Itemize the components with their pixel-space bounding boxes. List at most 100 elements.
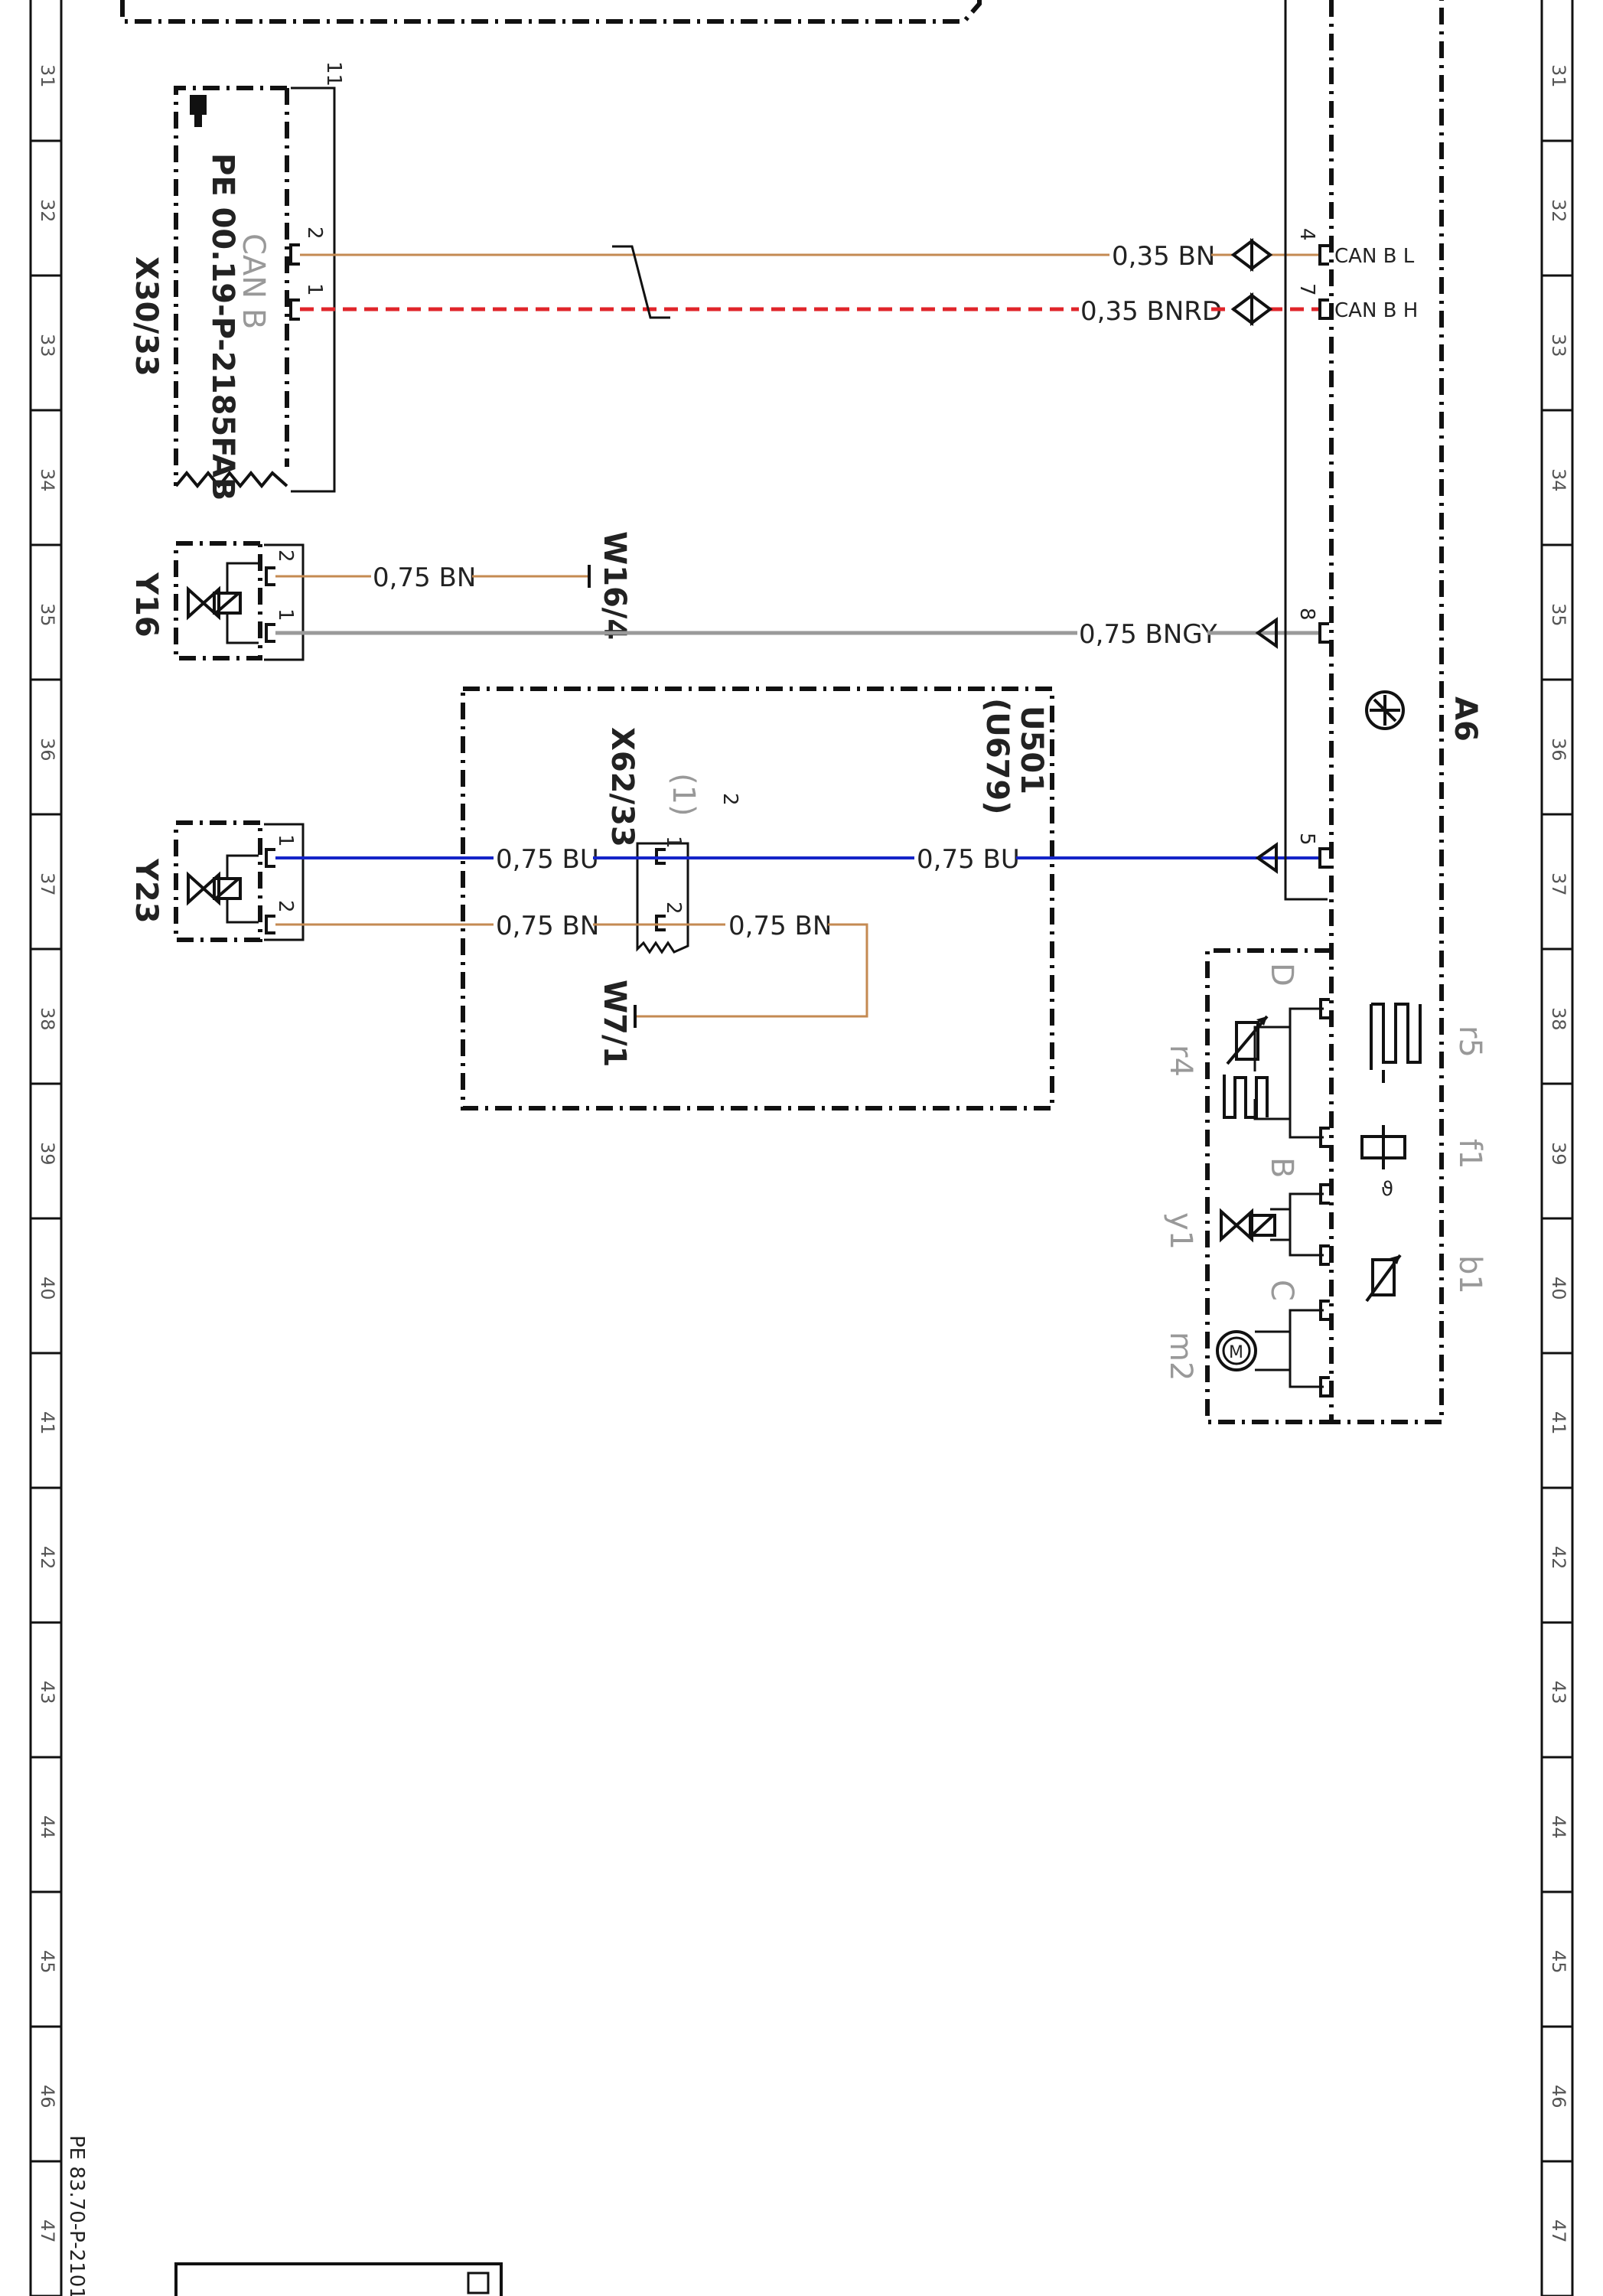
ruler-number: 37	[1548, 872, 1569, 896]
ruler-number: 47	[37, 2219, 58, 2243]
a6-pin-8-label: 8	[1295, 608, 1318, 621]
ruler-number: 34	[37, 468, 58, 492]
x62-33-pin-2-label: 2	[662, 902, 685, 915]
y16-pin-2	[265, 566, 275, 586]
y23-name: Y23	[129, 858, 164, 924]
a6-pin-4	[1318, 244, 1329, 266]
ruler-number: 37	[37, 872, 58, 896]
group-label-d: D	[1264, 963, 1299, 987]
wire-can-b-low-label: 0,35 BN	[1112, 241, 1215, 272]
variable-resistor-r4-icon	[1223, 1015, 1269, 1119]
wire-can-b-high: 0,35 BNRD	[300, 296, 1320, 327]
sub-unit-box	[1205, 948, 1331, 1424]
can-l-connector-icon	[1230, 238, 1273, 272]
solenoid-valve-y1-icon	[1220, 1208, 1276, 1243]
ruler-number: 46	[37, 2085, 58, 2108]
svg-text:ϑ: ϑ	[1381, 1178, 1393, 1201]
upper-module-box	[120, 0, 982, 24]
y16-pin-1	[265, 623, 275, 643]
x30-33-pin-2	[289, 243, 300, 266]
glow-element-r5-icon	[1370, 1003, 1422, 1083]
y23-pin-2-label: 2	[274, 900, 297, 913]
control-unit-a6: A6 4 7 8 5 CAN B L CAN B H r5 ϑ f1	[1284, 0, 1487, 1424]
sub-unit-group-b	[1270, 1192, 1324, 1257]
x62-33-note: (1)	[666, 773, 701, 817]
x30-33-bracket	[291, 86, 336, 493]
solenoid-valve-icon	[187, 854, 259, 924]
unit-u501: U501 (U679)	[461, 687, 1054, 1110]
a6-pin-bracket	[1284, 0, 1328, 901]
solenoid-valve-icon	[187, 562, 259, 644]
r4-label: r4	[1163, 1045, 1198, 1077]
wire-y16-signal: 0,75 BNGY	[275, 619, 1320, 650]
x30-33-pin-1-label: 1	[303, 283, 326, 296]
sub-unit: r4 y1 M m2 D B C	[1163, 948, 1331, 1424]
ruler-number: 43	[37, 1681, 58, 1704]
group-label-b: B	[1264, 1157, 1299, 1178]
x30-33-bracket-label: 11	[322, 61, 345, 86]
ruler-number: 44	[1548, 1815, 1569, 1839]
y23-pin-1-label: 1	[274, 834, 297, 847]
sub-unit-group-c	[1255, 1309, 1324, 1388]
group-label-c: C	[1264, 1280, 1299, 1301]
ruler-number: 47	[1548, 2219, 1569, 2243]
a6-pin-4-label: 4	[1295, 228, 1318, 241]
connector-x62-33: 1 2 X62/33 (1) 2	[604, 727, 741, 954]
ruler-number: 36	[37, 738, 58, 762]
ruler-number: 43	[1548, 1681, 1569, 1704]
ruler-number: 34	[1548, 468, 1569, 492]
y16-pin-2-label: 2	[274, 550, 297, 563]
svg-text:M: M	[1229, 1343, 1243, 1362]
heater-fan-icon	[1365, 690, 1405, 730]
lower-module-box	[174, 2262, 503, 2296]
u501-box	[461, 687, 1054, 1110]
ground-w7-1-label: W7/1	[597, 980, 632, 1067]
ruler-number: 32	[1548, 199, 1569, 223]
wire-y16-ground-label: 0,75 BN	[373, 563, 476, 593]
a6-pin-7	[1318, 298, 1329, 320]
ruler-number: 31	[1548, 64, 1569, 88]
a6-box	[1329, 0, 1444, 1424]
a6-pin-7-label: 7	[1295, 283, 1318, 296]
ruler-number: 45	[1548, 1950, 1569, 1974]
twisted-pair-marker	[612, 245, 670, 319]
x30-33-pin-1	[289, 298, 300, 321]
y23-pin-1	[265, 848, 275, 868]
a6-pin-5-label: 5	[1295, 833, 1318, 846]
sub-unit-group-d	[1253, 1007, 1324, 1139]
fuse-f1-icon: ϑ	[1360, 1125, 1406, 1201]
ruler-number: 42	[37, 1546, 58, 1570]
a6-pin-7-signal: CAN B H	[1334, 299, 1418, 322]
x30-33-box	[174, 86, 289, 486]
ruler-number: 33	[1548, 334, 1569, 357]
x30-33-reference: PE 00.19-P-2185FAB	[205, 153, 240, 501]
wire-y23-ground-right-label: 0,75 BN	[728, 911, 832, 941]
x30-33-pin-2-label: 2	[303, 227, 326, 240]
ruler-number: 38	[37, 1007, 58, 1031]
y23-pin-2	[265, 915, 275, 934]
x30-33-bus-label: CAN B	[236, 233, 271, 329]
x62-33-count: 2	[718, 793, 741, 806]
ruler-number: 32	[37, 199, 58, 223]
wire-y23-ground-left-label: 0,75 BN	[496, 911, 599, 941]
wire-y23-signal-left-label: 0,75 BU	[496, 844, 599, 875]
lower-module-marker	[467, 2272, 490, 2294]
y16-name: Y16	[129, 572, 164, 638]
connector-x30-33: 11 PE 00.19-P-2185FAB CAN B X30/33 2 1	[129, 61, 345, 501]
wire-y16-ground: 0,75 BN	[275, 563, 589, 593]
wire-y23-ground: 0,75 BN 0,75 BN	[275, 911, 868, 1018]
wire-can-b-low: 0,35 BN	[300, 241, 1320, 272]
ground-w16-4: W16/4	[588, 531, 632, 640]
ruler-number: 39	[37, 1142, 58, 1166]
x62-33-pin-2	[655, 915, 666, 931]
y23-bracket	[264, 823, 305, 941]
ruler-number: 35	[1548, 603, 1569, 627]
valve-y23: 1 2 Y23	[129, 820, 305, 942]
wire-can-b-high-label: 0,35 BNRD	[1080, 296, 1222, 327]
sheet-reference: PE 83.70-P-2101	[65, 2135, 88, 2296]
u501-name: U501	[1014, 706, 1049, 794]
a6-pin-4-signal: CAN B L	[1334, 245, 1415, 268]
motor-m2-icon: M	[1216, 1330, 1257, 1371]
